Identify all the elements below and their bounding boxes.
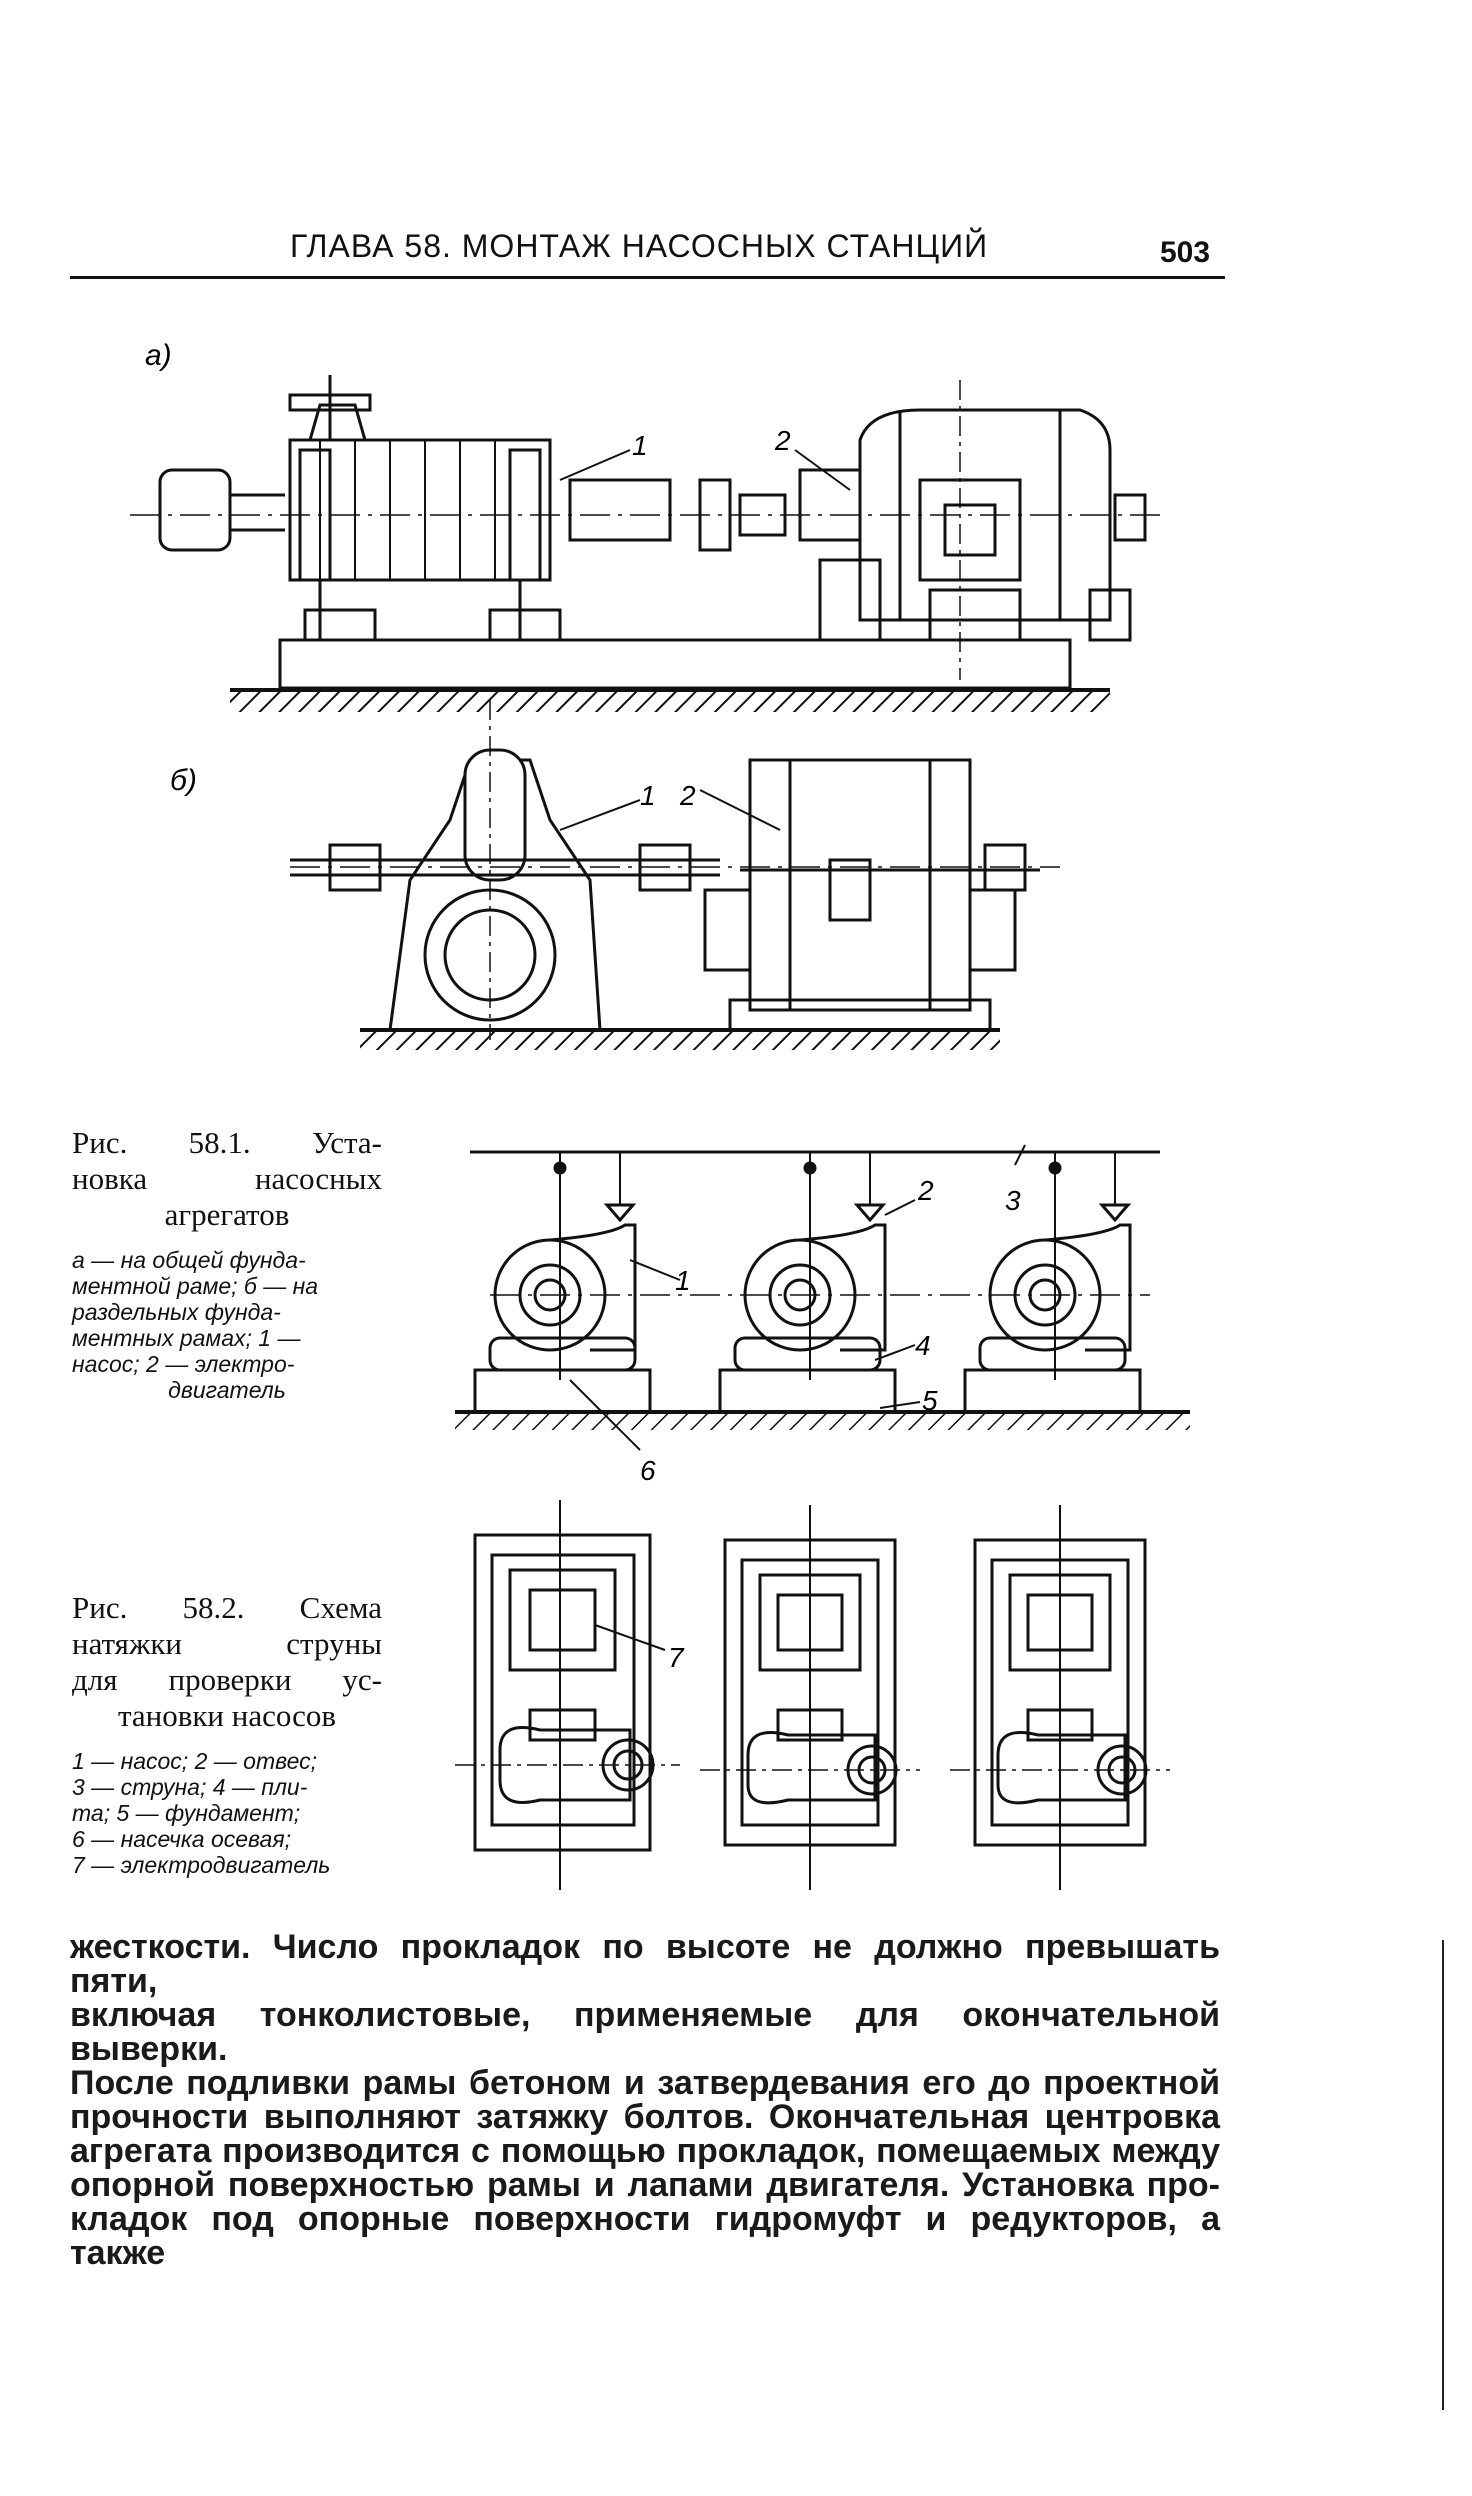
figure-58-1-drawing: а) б) 1 2 1 2 bbox=[130, 339, 1160, 1050]
page-edge-line bbox=[1442, 1940, 1444, 2410]
panel-a-label: а) bbox=[145, 339, 172, 372]
fig2-callout-4: 4 bbox=[915, 1330, 931, 1361]
fig2-callout-6: 6 bbox=[640, 1455, 656, 1486]
page-number: 503 bbox=[1160, 236, 1211, 269]
fig1-callout-2: 2 bbox=[774, 425, 791, 456]
legend-line: 7 — электродвигатель bbox=[72, 1852, 331, 1878]
caption-line: тановки насосов bbox=[117, 1698, 337, 1733]
body-line: опорной поверхностью рамы и лапами двига… bbox=[70, 2166, 1220, 2204]
legend-line: ментной раме; б — на bbox=[72, 1273, 319, 1299]
figure-58-2-drawing: 1 2 3 4 5 6 7 bbox=[455, 1144, 1190, 1890]
figure-58-1-caption: Рис. 58.1. Уста- новка насосных агрегато… bbox=[72, 1125, 382, 1403]
body-line: кладок под опорные поверхности гидромуфт… bbox=[70, 2200, 1220, 2272]
fig2-callout-2: 2 bbox=[917, 1175, 934, 1206]
body-paragraph: жесткости. Число прокладок по высоте не … bbox=[70, 1930, 1220, 2270]
figure-58-2-caption: Рис. 58.2. Схема натяжки струны для пров… bbox=[72, 1590, 382, 1878]
caption-line: для проверки ус- bbox=[72, 1662, 382, 1697]
fig2-callout-7: 7 bbox=[668, 1642, 685, 1673]
caption-line: Рис. 58.1. Уста- bbox=[72, 1125, 382, 1160]
legend-line: раздельных фунда- bbox=[72, 1299, 281, 1325]
body-line: жесткости. Число прокладок по высоте не … bbox=[70, 1928, 1220, 2000]
legend-line: 6 — насечка осевая; bbox=[72, 1826, 292, 1852]
body-line: агрегата производится с помощью прокладо… bbox=[70, 2132, 1220, 2170]
caption-line: Рис. 58.2. Схема bbox=[72, 1590, 382, 1625]
panel-b-label: б) bbox=[170, 764, 197, 797]
fig2-callout-1: 1 bbox=[675, 1265, 691, 1296]
chapter-title: ГЛАВА 58. МОНТАЖ НАСОСНЫХ СТАНЦИЙ bbox=[290, 228, 989, 264]
legend-line: а — на общей фунда- bbox=[72, 1247, 306, 1273]
header-rule bbox=[70, 276, 1225, 279]
caption-line: натяжки струны bbox=[72, 1626, 382, 1661]
fig1b-callout-2: 2 bbox=[679, 780, 696, 811]
legend-line: 1 — насос; 2 — отвес; bbox=[72, 1748, 318, 1774]
legend-line: двигатель bbox=[168, 1377, 286, 1403]
fig1-callout-1: 1 bbox=[632, 430, 648, 461]
legend-line: ментных рамах; 1 — bbox=[72, 1325, 301, 1351]
body-line: включая тонколистовые, применяемые для о… bbox=[70, 1996, 1220, 2068]
legend-line: та; 5 — фундамент; bbox=[72, 1800, 301, 1826]
legend-line: насос; 2 — электро- bbox=[72, 1351, 295, 1377]
body-line: После подливки рамы бетоном и затвердева… bbox=[70, 2064, 1220, 2102]
caption-line: агрегатов bbox=[164, 1197, 290, 1232]
body-line: прочности выполняют затяжку болтов. Окон… bbox=[70, 2098, 1220, 2136]
fig1b-callout-1: 1 bbox=[640, 780, 656, 811]
legend-line: 3 — струна; 4 — пли- bbox=[72, 1774, 308, 1800]
fig2-callout-5: 5 bbox=[922, 1385, 938, 1416]
fig2-callout-3: 3 bbox=[1005, 1185, 1021, 1216]
caption-line: новка насосных bbox=[72, 1161, 382, 1196]
